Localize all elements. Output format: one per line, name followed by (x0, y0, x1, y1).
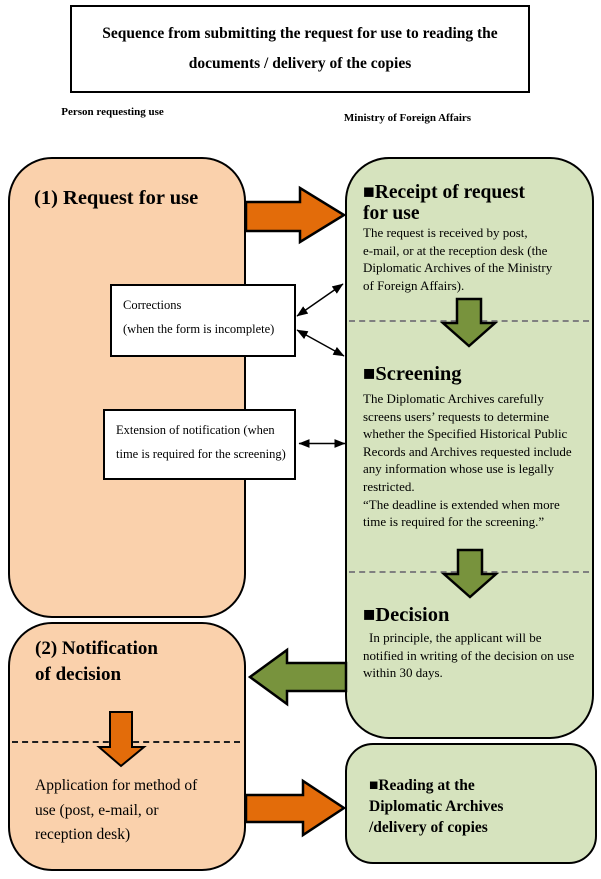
extension-box: Extension of notification (when time is … (103, 409, 296, 480)
request-for-use-box: (1) Request for use (8, 157, 246, 618)
ministry-process-box: ■Receipt of request for use The request … (345, 157, 594, 739)
diagram-title: Sequence from submitting the request for… (102, 25, 498, 72)
receipt-heading: ■Receipt of request for use (363, 182, 525, 224)
application-method-text: Application for method of use (post, e-m… (35, 777, 198, 843)
left-arrow-decision-to-notification (247, 647, 348, 707)
screening-heading: ■Screening (363, 363, 462, 385)
notification-of-decision-box: (2) Notification of decision Application… (8, 622, 246, 871)
corrections-box: Corrections (when the form is incomplete… (110, 284, 296, 357)
request-for-use-title: (1) Request for use (34, 187, 199, 209)
right-arrow-application-to-reading (244, 778, 347, 838)
reading-delivery-box: ■Reading at the Diplomatic Archives /del… (345, 743, 597, 864)
extension-connector-arrow (298, 439, 346, 448)
corrections-connector-arrows (296, 283, 345, 357)
down-arrow-screening-to-decision (440, 548, 500, 599)
receipt-body: The request is received by post, e-mail,… (363, 225, 553, 293)
decision-body: In principle, the applicant will be noti… (363, 630, 575, 681)
column-header-ministry: Ministry of Foreign Affairs (343, 112, 472, 124)
decision-heading: ■Decision (363, 604, 450, 626)
notification-title: (2) Notification of decision (35, 638, 158, 685)
column-header-person: Person requesting use (61, 106, 164, 118)
down-arrow-receipt-to-screening (439, 297, 499, 348)
screening-body: The Diplomatic Archives carefully screen… (363, 391, 572, 530)
down-arrow-notification-to-application (96, 711, 147, 768)
reading-heading: ■Reading at the Diplomatic Archives /del… (369, 777, 504, 836)
right-arrow-request-to-receipt (244, 185, 347, 245)
title-box: Sequence from submitting the request for… (70, 5, 530, 93)
